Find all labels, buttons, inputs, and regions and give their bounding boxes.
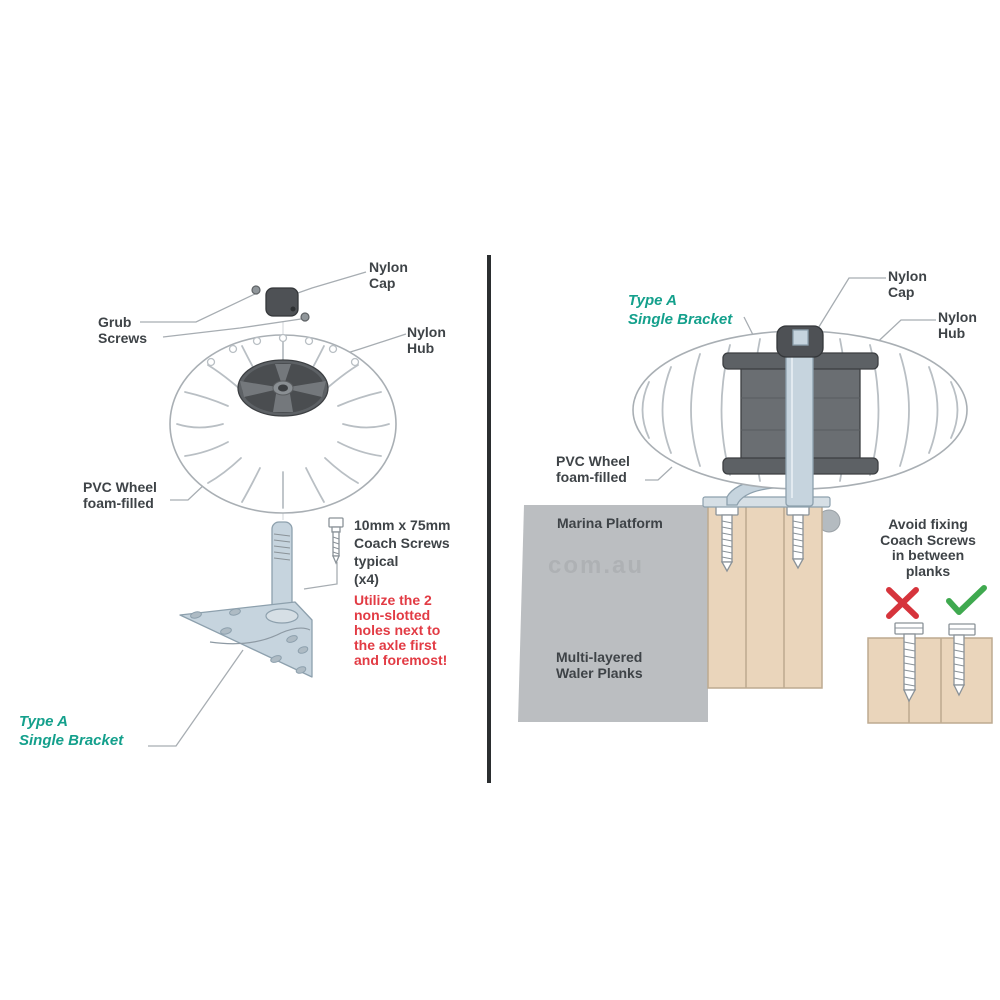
- pvc-wheel-label-left: PVC Wheel foam-filled: [83, 479, 157, 511]
- left-exploded-view: [140, 271, 407, 747]
- grub-screw-left: [251, 285, 261, 295]
- type-a-bracket-label-right: Type A Single Bracket: [628, 292, 733, 328]
- guide-screw-wrong: [894, 622, 924, 703]
- waler-planks-label: Multi-layered Waler Planks: [556, 649, 643, 681]
- nylon-hub-label-right: Nylon Hub: [938, 309, 977, 341]
- pvc-wheel-label-right: PVC Wheel foam-filled: [556, 453, 630, 485]
- fixing-guide: [867, 585, 993, 724]
- nylon-cap-label-right: Nylon Cap: [888, 268, 927, 300]
- bracket-shaft: [785, 335, 814, 507]
- guide-planks: [867, 637, 993, 724]
- panel-divider: [487, 255, 491, 783]
- right-installed-view: [518, 277, 993, 724]
- nylon-cap-label-left: Nylon Cap: [369, 259, 408, 291]
- check-icon: [946, 585, 987, 615]
- marina-platform-label: Marina Platform: [557, 515, 663, 531]
- nylon-hub-label-left: Nylon Hub: [407, 324, 446, 356]
- axle-stud: [271, 521, 293, 619]
- coach-screws-label: 10mm x 75mm Coach Screws typical (x4): [354, 517, 451, 587]
- grub-screws-label: Grub Screws: [98, 314, 148, 346]
- left-leader-lines: [140, 271, 407, 747]
- nylon-cap-right-part: [776, 325, 824, 358]
- cross-icon: [886, 587, 919, 619]
- avoid-note-label: Avoid fixing Coach Screws in between pla…: [880, 516, 976, 579]
- warning-note: Utilize the 2 non-slotted holes next to …: [354, 592, 448, 668]
- bracket-plate: [179, 601, 313, 678]
- pvc-wheel-left: [169, 333, 397, 514]
- coach-screw-icon: [328, 517, 344, 565]
- nylon-hub-left: [237, 359, 329, 417]
- installed-coach-screw-left: [715, 505, 739, 573]
- watermark: com.au: [548, 552, 645, 579]
- type-a-bracket-label-left: Type A Single Bracket: [19, 713, 124, 749]
- grub-screw-right: [300, 312, 310, 322]
- marina-platform-block: [518, 505, 708, 722]
- cap-grub-hole: [290, 306, 296, 312]
- guide-screw-right: [948, 623, 976, 697]
- nylon-cap-part: [265, 287, 299, 317]
